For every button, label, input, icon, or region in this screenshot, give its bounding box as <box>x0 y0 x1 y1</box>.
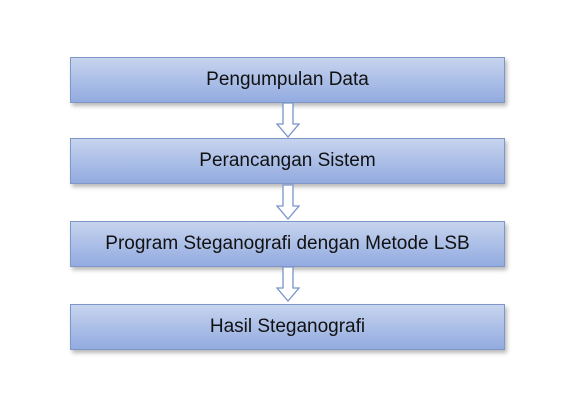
flow-step-label: Hasil Steganografi <box>209 316 366 337</box>
flow-step-perancangan-sistem: Perancangan Sistem <box>70 138 505 184</box>
flow-step-label: Program Steganografi dengan Metode LSB <box>105 233 470 254</box>
flow-step-pengumpulan-data: Pengumpulan Data <box>70 57 505 103</box>
down-arrow-icon <box>276 266 300 302</box>
down-arrow-icon <box>276 102 300 138</box>
down-arrow-icon <box>276 184 300 220</box>
flow-step-label: Pengumpulan Data <box>206 69 369 90</box>
flow-step-label: Perancangan Sistem <box>199 150 376 171</box>
flow-step-hasil-steganografi: Hasil Steganografi <box>70 304 505 350</box>
flow-step-program-steganografi: Program Steganografi dengan Metode LSB <box>70 221 505 267</box>
